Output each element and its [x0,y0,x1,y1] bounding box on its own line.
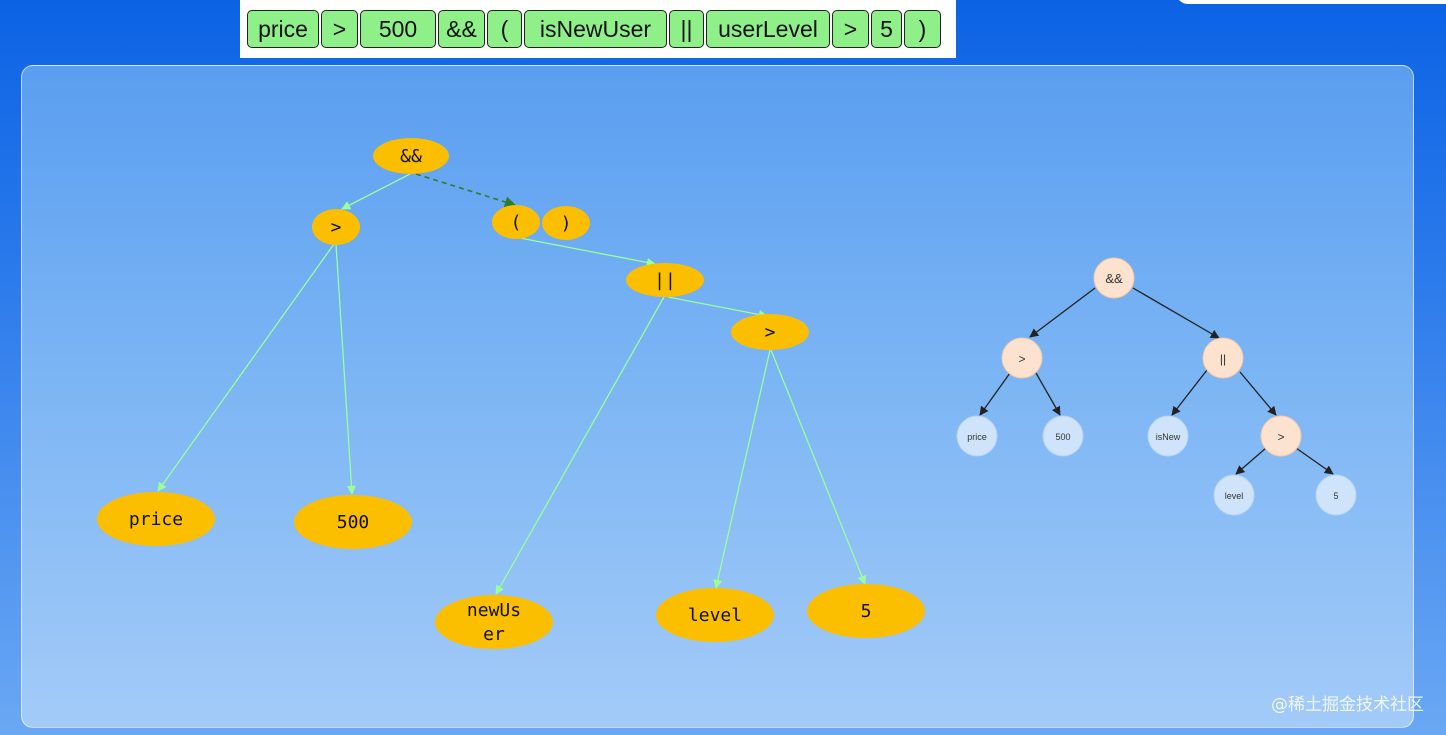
svg-text:500: 500 [1055,432,1070,442]
svg-text:5: 5 [1333,491,1338,501]
svg-text:(: ( [511,212,522,233]
svg-text:level: level [688,605,742,626]
svg-text:isNew: isNew [1156,432,1181,442]
svg-text:>: > [1277,430,1284,444]
node-500: 500 [294,495,412,549]
token-paren-open[interactable]: ( [487,10,522,48]
edge-gt2-level [713,349,771,589]
edge-gt2-five [770,349,867,585]
redge-or-isnew [1171,369,1208,416]
top-edge-highlight [1176,0,1446,4]
token-gt-2[interactable]: > [832,10,869,48]
node-paren-close: ) [542,206,590,240]
token-isnewuser[interactable]: isNewUser [524,10,667,48]
token-or[interactable]: || [669,10,704,48]
node-and: && [373,138,449,174]
node-gt: > [312,209,360,245]
left-tree-edges [157,173,867,595]
redge-gt2-level [1235,447,1267,475]
rnode-isnew: isNew [1147,415,1189,457]
redge-or-gt2 [1239,371,1277,416]
rnode-and: && [1093,257,1135,299]
token-price[interactable]: price [247,10,319,48]
svg-text:): ) [561,213,572,234]
edge-and-gt [341,173,411,210]
rnode-level: level [1213,474,1255,516]
right-tree-edges [979,287,1334,475]
svg-text:5: 5 [861,601,872,622]
redge-gt-500 [1035,372,1061,416]
token-paren-close[interactable]: ) [904,10,941,48]
edge-gt-price [157,243,335,492]
rnode-500: 500 [1042,415,1084,457]
watermark: @稀土掘金技术社区 [1271,695,1424,715]
node-gt-2: > [731,314,809,350]
rnode-or: || [1202,337,1244,379]
node-price: price [97,492,215,546]
rnode-five: 5 [1315,474,1357,516]
node-level: level [656,588,774,642]
rnode-gt: > [1001,337,1043,379]
rnode-gt-2: > [1260,415,1302,457]
svg-text:er: er [483,624,505,645]
edge-and-paren-dashed [415,173,517,208]
edge-paren-or [519,237,656,267]
node-paren-open: ( [492,205,540,239]
svg-text:newUs: newUs [467,600,521,621]
token-gt[interactable]: > [321,10,358,48]
token-userlevel[interactable]: userLevel [706,10,830,48]
node-or: || [626,263,704,297]
node-newuser: newUs er [435,595,553,649]
edge-gt-500 [335,243,357,495]
rnode-price: price [956,415,998,457]
redge-and-or [1132,287,1220,339]
token-5[interactable]: 5 [871,10,902,48]
edge-or-newuser [495,296,665,595]
svg-text:level: level [1225,491,1244,501]
svg-text:500: 500 [337,512,370,533]
redge-gt-price [979,372,1011,416]
svg-text:price: price [967,432,987,442]
svg-text:||: || [1220,352,1226,366]
edge-or-gt2 [667,296,768,319]
svg-text:price: price [129,509,183,530]
token-and[interactable]: && [438,10,485,48]
svg-text:>: > [765,322,776,343]
node-five: 5 [807,584,925,638]
svg-text:>: > [1018,352,1025,366]
svg-text:>: > [331,217,342,238]
redge-gt2-five [1295,447,1334,475]
svg-text:||: || [654,270,676,291]
redge-and-gt [1029,287,1096,338]
token-bar: price > 500 && ( isNewUser || userLevel … [240,0,956,58]
svg-text:&&: && [1105,271,1123,286]
svg-text:&&: && [400,146,422,167]
token-500[interactable]: 500 [360,10,436,48]
